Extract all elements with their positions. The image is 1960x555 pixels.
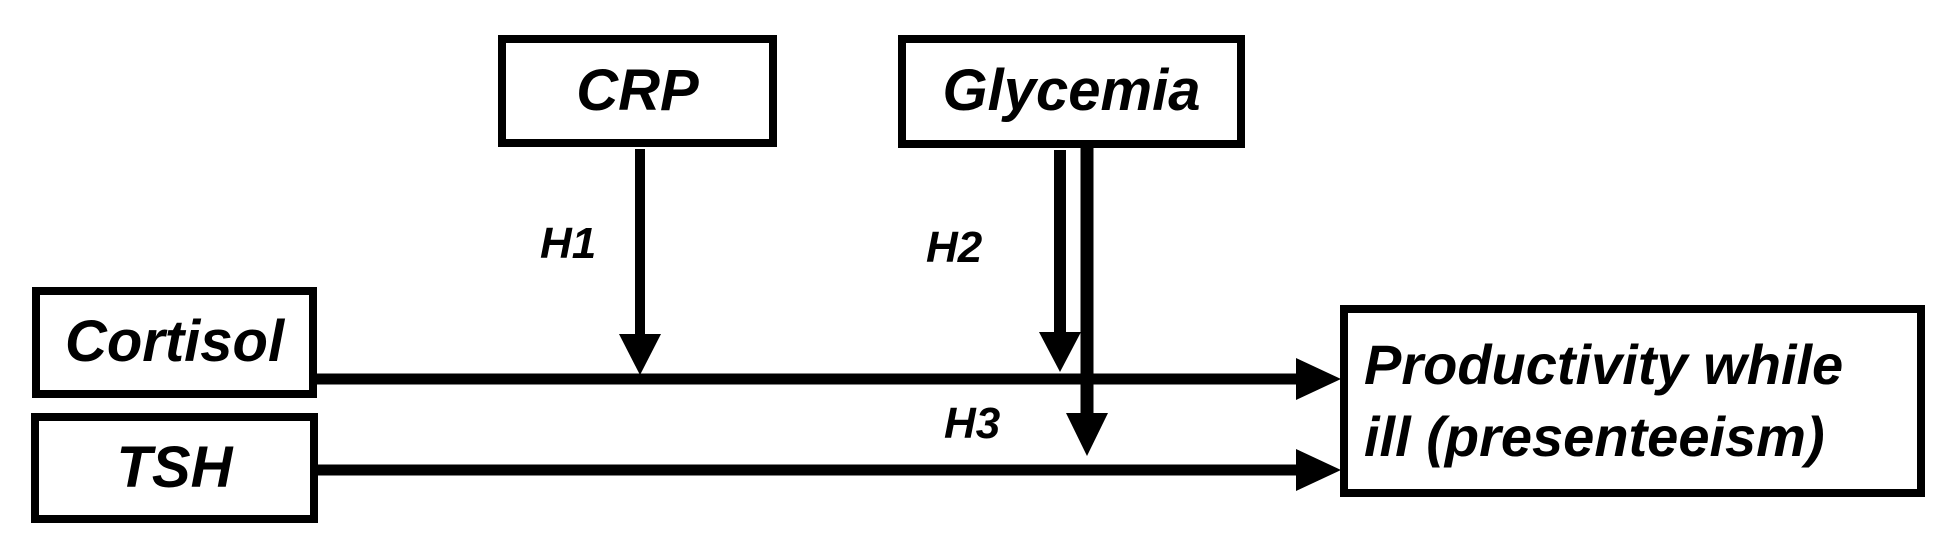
box-cortisol: Cortisol bbox=[32, 287, 317, 398]
box-productivity-label-line-2: ill (presenteeism) bbox=[1364, 405, 1825, 468]
h1-arrowhead bbox=[619, 334, 661, 375]
hypothesis-label-h3: H3 bbox=[944, 399, 1001, 448]
box-glycemia-label: Glycemia bbox=[942, 58, 1201, 124]
box-glycemia: Glycemia bbox=[898, 35, 1245, 148]
box-crp: CRP bbox=[498, 35, 777, 147]
box-tsh: TSH bbox=[31, 413, 318, 523]
hypothesis-label-h1: H1 bbox=[540, 219, 597, 268]
box-productivity: Productivity while ill (presenteeism) bbox=[1340, 305, 1925, 497]
h2-arrowhead bbox=[1039, 332, 1081, 372]
tsh-productivity-arrowhead bbox=[1296, 449, 1341, 491]
box-cortisol-label: Cortisol bbox=[64, 309, 285, 375]
box-tsh-label: TSH bbox=[116, 434, 233, 500]
hypothesis-label-h2: H2 bbox=[926, 223, 983, 272]
box-productivity-label-line-1: Productivity while bbox=[1364, 333, 1844, 397]
cortisol-productivity-arrowhead bbox=[1296, 358, 1341, 400]
h3-arrowhead bbox=[1066, 413, 1108, 456]
box-crp-label: CRP bbox=[576, 57, 699, 123]
